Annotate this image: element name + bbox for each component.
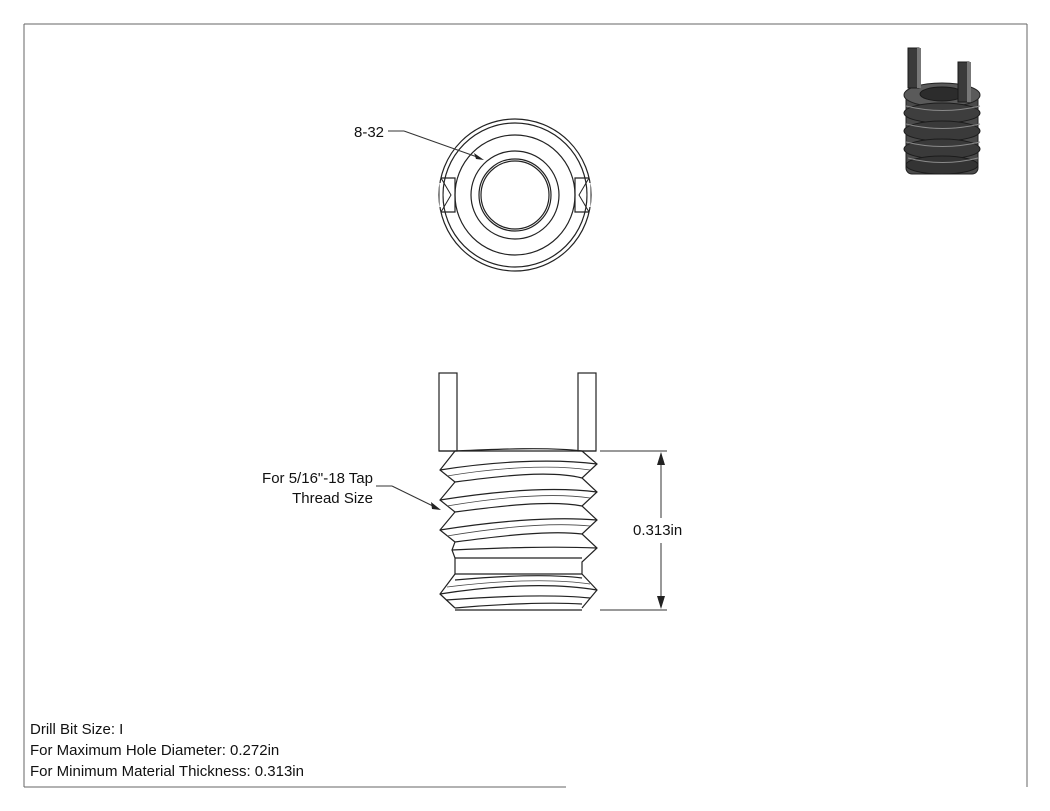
drill-bit-size-note: Drill Bit Size: I	[30, 721, 123, 738]
height-dimension-label: 0.313in	[633, 522, 682, 539]
tap-size-label-line2: Thread Size	[292, 490, 373, 507]
top-view	[438, 118, 592, 272]
leader-arrow-top	[474, 153, 484, 160]
top-view-gaps	[439, 183, 591, 207]
tap-size-label-line1: For 5/16"-18 Tap	[262, 470, 373, 487]
thread-leader-top	[388, 130, 481, 159]
dim-arrow-top	[657, 452, 665, 465]
max-hole-diameter-note: For Maximum Hole Diameter: 0.272in	[30, 742, 279, 759]
thread-size-top-label: 8-32	[354, 124, 384, 141]
thread-leader-side	[376, 485, 438, 509]
side-view-thread-detail	[446, 466, 591, 588]
isometric-view	[903, 47, 981, 175]
leader-arrow-side	[431, 502, 441, 510]
height-dimension	[600, 450, 667, 611]
min-material-thickness-note: For Minimum Material Thickness: 0.313in	[30, 763, 304, 780]
sheet-frame	[23, 23, 1028, 788]
dim-arrow-bottom	[657, 596, 665, 609]
side-view	[438, 372, 598, 611]
